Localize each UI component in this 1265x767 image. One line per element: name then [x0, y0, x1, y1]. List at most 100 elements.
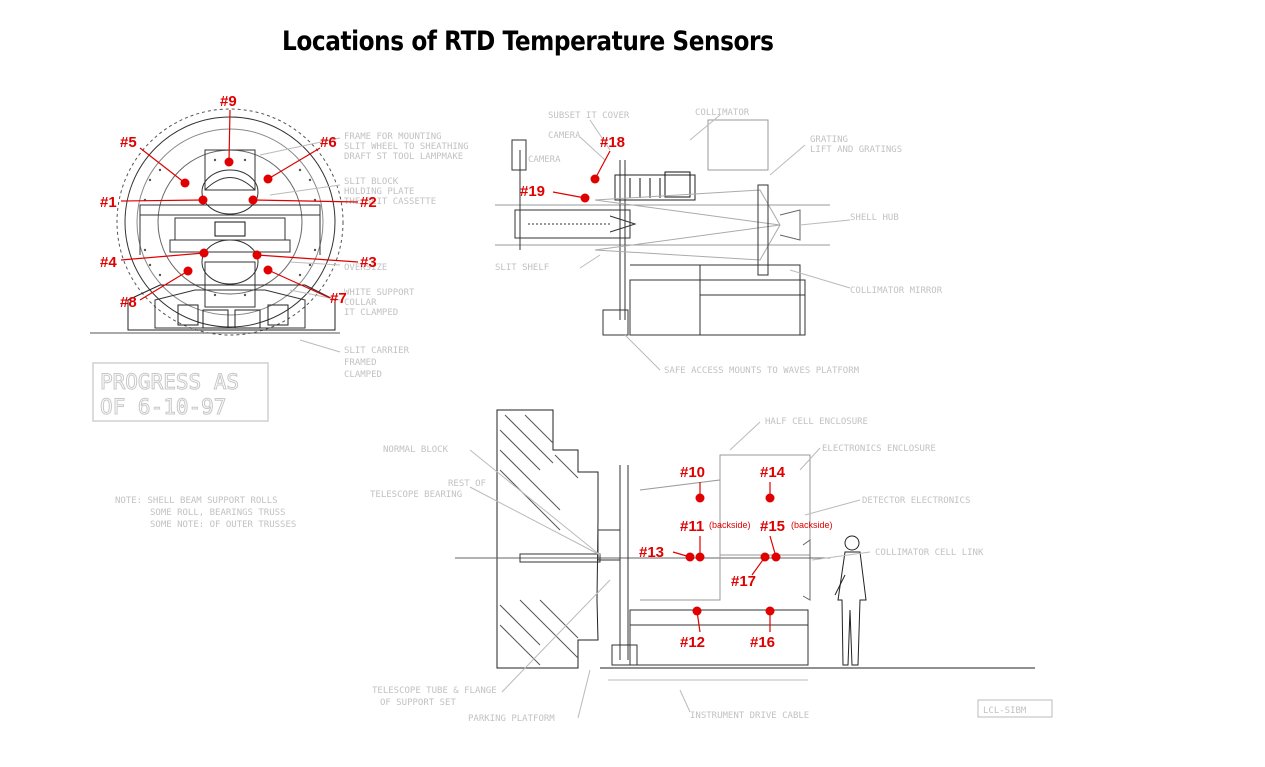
svg-text:SUBSET IT COVER: SUBSET IT COVER — [548, 111, 630, 121]
svg-text:TELESCOPE TUBE & FLANGE: TELESCOPE TUBE & FLANGE — [372, 686, 497, 696]
stamp-line-2: OF 6-10-97 — [100, 395, 226, 419]
svg-text:ELECTRONICS ENCLOSURE: ELECTRONICS ENCLOSURE — [822, 444, 936, 454]
bottom-side-view-annotations — [469, 421, 871, 719]
svg-text:IT CLAMPED: IT CLAMPED — [344, 308, 398, 318]
sensor-dot-s17 — [760, 552, 770, 562]
sensor-note-s15: (backside) — [791, 520, 833, 530]
bottom-side-view-ghost-text: NORMAL BLOCK REST OF TELESCOPE BEARING T… — [370, 417, 984, 724]
sensor-dot-s3 — [252, 250, 262, 260]
sensor-leader-s18 — [594, 150, 611, 180]
svg-text:DETECTOR ELECTRONICS: DETECTOR ELECTRONICS — [862, 496, 970, 506]
svg-text:GRATING: GRATING — [810, 135, 848, 145]
sensor-label-s14: #14 — [760, 464, 786, 481]
sensor-dot-s7 — [263, 265, 273, 275]
svg-text:SLIT BLOCK: SLIT BLOCK — [344, 177, 399, 187]
sensor-label-s11: #11 — [680, 518, 704, 535]
svg-text:SLIT WHEEL TO SHEATHING: SLIT WHEEL TO SHEATHING — [344, 142, 469, 152]
sensor-labels: #1#2#3#4#5#6#7#8#9#10#11(backside)#12#13… — [100, 93, 833, 651]
front-view-annotations — [259, 137, 341, 353]
top-side-view-drawing — [495, 119, 830, 336]
sensor-dot-s4 — [199, 248, 209, 258]
sensor-label-s18: #18 — [600, 134, 625, 151]
svg-text:SLIT SHELF: SLIT SHELF — [495, 263, 549, 273]
svg-text:OVERSIZE: OVERSIZE — [344, 263, 387, 273]
sensor-leader-s7 — [267, 269, 331, 299]
sensor-dot-s1 — [198, 195, 208, 205]
sensor-dot-s12 — [692, 606, 702, 616]
drawing-id-box: LCL-SIBM — [977, 699, 1053, 718]
svg-text:FRAME FOR MOUNTING: FRAME FOR MOUNTING — [344, 132, 442, 142]
svg-text:INSTRUMENT DRIVE CABLE: INSTRUMENT DRIVE CABLE — [690, 711, 809, 721]
svg-text:CAMERA: CAMERA — [548, 131, 581, 141]
svg-text:HALF CELL ENCLOSURE: HALF CELL ENCLOSURE — [765, 417, 868, 427]
sensor-dot-s19 — [580, 193, 590, 203]
sensor-label-s5: #5 — [120, 134, 137, 151]
sensor-dot-s11 — [695, 552, 705, 562]
note-text: NOTE: SHELL BEAM SUPPORT ROLLS SOME ROLL… — [115, 496, 296, 530]
svg-text:SHELL HUB: SHELL HUB — [850, 213, 899, 223]
sensor-label-s3: #3 — [360, 254, 377, 271]
front-view-ghost-text: FRAME FOR MOUNTING SLIT WHEEL TO SHEATHI… — [344, 132, 469, 380]
svg-text:FRAMED: FRAMED — [344, 358, 377, 368]
svg-text:COLLIMATOR MIRROR: COLLIMATOR MIRROR — [850, 286, 943, 296]
svg-text:COLLAR: COLLAR — [344, 298, 377, 308]
svg-text:CAMERA: CAMERA — [528, 155, 561, 165]
top-side-view-ghost-text: SUBSET IT COVER CAMERA CAMERA COLLIMATOR… — [495, 108, 943, 376]
sensor-dot-s10 — [695, 493, 705, 503]
svg-text:COLLIMATOR CELL LINK: COLLIMATOR CELL LINK — [875, 548, 984, 558]
sensor-label-s6: #6 — [320, 134, 337, 151]
bottom-side-view-drawing — [455, 409, 1035, 681]
sensor-dot-s2 — [248, 195, 258, 205]
svg-text:NOTE: SHELL BEAM SUPPORT ROLLS: NOTE: SHELL BEAM SUPPORT ROLLS — [115, 496, 278, 506]
sensor-label-s2: #2 — [360, 194, 377, 211]
sensor-label-s16: #16 — [750, 634, 775, 651]
sensor-dot-s15 — [771, 552, 781, 562]
sensor-label-s12: #12 — [680, 634, 705, 651]
svg-text:DRAFT ST TOOL LAMPMAKE: DRAFT ST TOOL LAMPMAKE — [344, 152, 463, 162]
drawing-id: LCL-SIBM — [983, 706, 1027, 716]
svg-text:SOME NOTE: OF OUTER TRUSSES: SOME NOTE: OF OUTER TRUSSES — [150, 520, 296, 530]
sensor-leader-s4 — [120, 252, 205, 261]
sensor-dot-s8 — [183, 266, 193, 276]
svg-text:SLIT CARRIER: SLIT CARRIER — [344, 346, 410, 356]
sensor-dot-s5 — [180, 178, 190, 188]
diagram-title: Locations of RTD Temperature Sensors — [282, 26, 774, 57]
sensor-label-s10: #10 — [680, 464, 705, 481]
sensor-label-s4: #4 — [100, 254, 117, 271]
sensor-dots — [180, 157, 781, 616]
sensor-label-s8: #8 — [120, 294, 137, 311]
sensor-dot-s16 — [765, 606, 775, 616]
svg-text:THE SLIT CASSETTE: THE SLIT CASSETTE — [344, 197, 436, 207]
svg-text:SAFE ACCESS MOUNTS TO WAVES PL: SAFE ACCESS MOUNTS TO WAVES PLATFORM — [664, 366, 860, 376]
sensor-dot-s9 — [224, 157, 234, 167]
sensor-note-s11: (backside) — [709, 520, 751, 530]
sensor-leader-s1 — [120, 199, 204, 202]
svg-text:NORMAL BLOCK: NORMAL BLOCK — [383, 445, 449, 455]
sensor-leader-s9 — [228, 109, 231, 163]
svg-text:CLAMPED: CLAMPED — [344, 370, 382, 380]
svg-text:PARKING PLATFORM: PARKING PLATFORM — [468, 714, 555, 724]
sensor-leader-s3 — [256, 254, 359, 263]
sensor-label-s19: #19 — [520, 183, 545, 200]
sensor-label-s7: #7 — [330, 290, 347, 307]
sensor-label-s9: #9 — [220, 93, 237, 110]
sensor-leader-s8 — [139, 270, 189, 301]
sensor-leader-s2 — [252, 199, 359, 203]
svg-text:OF SUPPORT SET: OF SUPPORT SET — [380, 698, 456, 708]
sensor-dot-s14 — [765, 493, 775, 503]
svg-text:HOLDING PLATE: HOLDING PLATE — [344, 187, 414, 197]
svg-text:WHITE SUPPORT: WHITE SUPPORT — [344, 288, 415, 298]
sensor-dot-s18 — [590, 174, 600, 184]
sensor-leader-s6 — [267, 147, 321, 180]
sensor-leader-s19 — [552, 191, 586, 199]
sensor-label-s13: #13 — [639, 544, 664, 561]
svg-text:REST OF: REST OF — [448, 479, 486, 489]
svg-text:COLLIMATOR: COLLIMATOR — [695, 108, 750, 118]
sensor-leader-s5 — [139, 147, 186, 184]
sensor-label-s17: #17 — [731, 573, 756, 590]
sensor-dot-s6 — [263, 174, 273, 184]
sensor-label-s15: #15 — [760, 518, 785, 535]
svg-text:SOME ROLL, BEARINGS TRUSS: SOME ROLL, BEARINGS TRUSS — [150, 508, 285, 518]
stamp-line-1: PROGRESS AS — [100, 370, 239, 394]
